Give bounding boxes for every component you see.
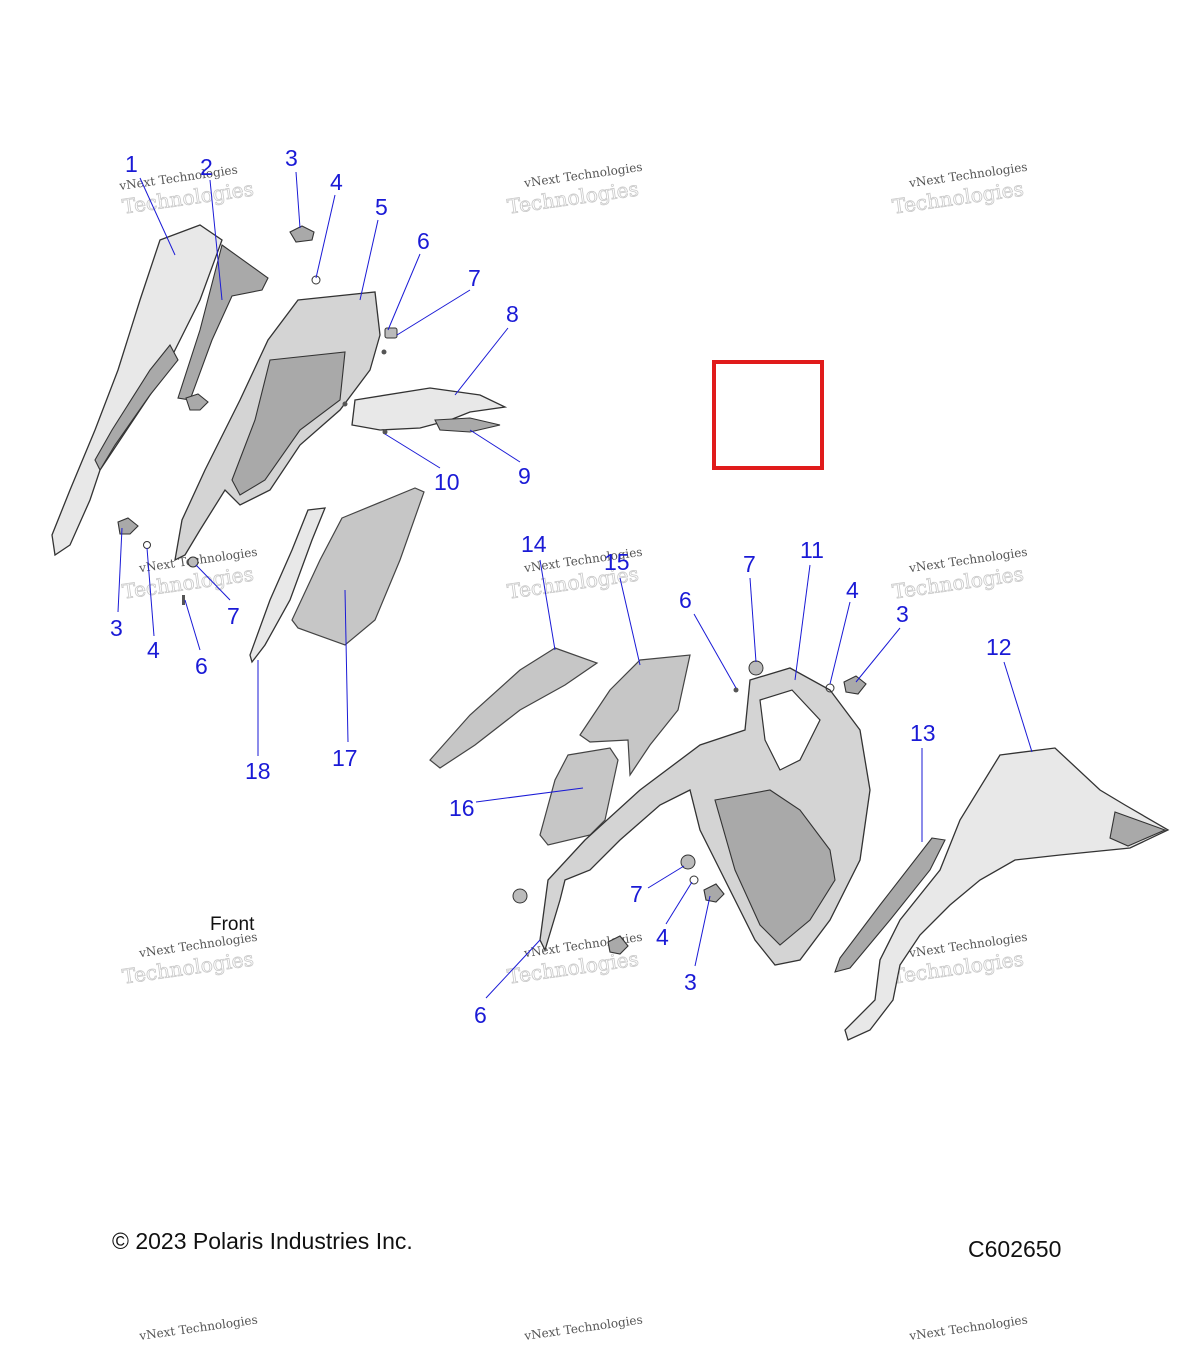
part-thin-strip [249,507,327,664]
callout-13: 13 [910,720,936,746]
watermark: vNext Technologies Technologies [890,545,1028,604]
leader-lines [117,171,1033,999]
fastener-screw [381,349,387,355]
callout-9: 9 [518,463,531,489]
part-inner-trim-left [177,244,269,401]
fastener-washer [143,541,151,549]
callout-11: 11 [800,537,824,563]
callout-6: 6 [474,1002,487,1028]
fastener-screw [733,687,739,693]
fastener-clip [117,517,139,535]
callout-3: 3 [285,145,298,171]
callout-7: 7 [743,551,756,577]
callout-17: 17 [332,745,358,771]
fastener-screw [342,401,348,407]
fastener-clip [289,225,315,243]
fastener-nut [384,327,398,339]
part-main-frame-inner [231,351,346,496]
callout-labels: 1 2 3 4 5 6 7 8 9 10 3 4 6 7 17 18 14 15… [110,145,1012,1028]
front-direction-label: Front [210,914,255,935]
callout-4: 4 [656,924,669,950]
fastener-nut [680,854,696,870]
callout-5: 5 [375,194,388,220]
callout-6: 6 [417,228,430,254]
callout-3: 3 [684,969,697,995]
callout-1: 1 [125,151,138,177]
callout-4: 4 [846,577,859,603]
figure-id: C602650 [968,1236,1062,1262]
callout-2: 2 [200,154,213,180]
callout-3: 3 [896,601,909,627]
watermark: vNext Technologies Technologies [505,160,643,219]
callout-7: 7 [630,881,643,907]
fastener-clip [703,883,725,903]
copyright-text: © 2023 Polaris Industries Inc. [112,1228,413,1254]
svg-text:vNext Technologies: vNext Technologies [907,1313,1028,1344]
watermark: vNext Technologies Technologies [120,545,258,604]
fastener-clip [843,675,867,695]
callout-14: 14 [521,531,547,557]
watermark: vNext Technologies Technologies [505,930,643,989]
svg-text:vNext Technologies: vNext Technologies [522,1313,643,1344]
watermark: vNext Technologies Technologies [117,163,255,220]
fastener-nut [748,660,764,676]
callout-7: 7 [227,603,240,629]
part-side-panel-left-ridge [94,344,179,472]
part-pad-15 [579,654,691,777]
fastener-screw [382,429,388,435]
watermark: vNext Technologies [522,1313,643,1344]
callout-7: 7 [468,265,481,291]
callout-8: 8 [506,301,519,327]
svg-text:vNext Technologies: vNext Technologies [137,1313,258,1344]
left-side-panel-assembly [51,224,508,664]
highlight-box [712,360,824,470]
part-large-pad [291,487,425,646]
part-inner-trim-right [834,837,946,973]
callout-16: 16 [449,795,475,821]
callout-4: 4 [147,637,160,663]
callout-6: 6 [679,587,692,613]
part-curved-trim [351,387,508,431]
watermark: vNext Technologies [137,1313,258,1344]
watermarks: vNext Technologies Technologies vNext Te… [117,160,1028,1344]
callout-3: 3 [110,615,123,641]
part-pad-14 [429,647,599,769]
fastener-clip [607,935,629,955]
part-side-panel-right-ridge [1109,811,1167,847]
watermark: vNext Technologies [907,1313,1028,1344]
callout-18: 18 [245,758,271,784]
watermark: vNext Technologies Technologies [120,930,258,989]
fastener-clip [185,393,209,411]
fastener-nut [187,556,199,568]
callout-15: 15 [604,549,630,575]
part-side-panel-right [844,747,1170,1041]
part-fender-window [759,689,821,771]
callout-6: 6 [195,653,208,679]
fastener-washer [689,875,699,885]
fastener-screw [182,595,185,605]
right-side-panel-assembly [429,647,1170,1041]
callout-4: 4 [330,169,343,195]
part-small-trim [434,417,501,433]
callout-10: 10 [434,469,460,495]
part-main-fender-shade [714,789,836,946]
watermark: vNext Technologies Technologies [890,160,1028,219]
callout-12: 12 [986,634,1012,660]
fastener-nut [512,888,528,904]
